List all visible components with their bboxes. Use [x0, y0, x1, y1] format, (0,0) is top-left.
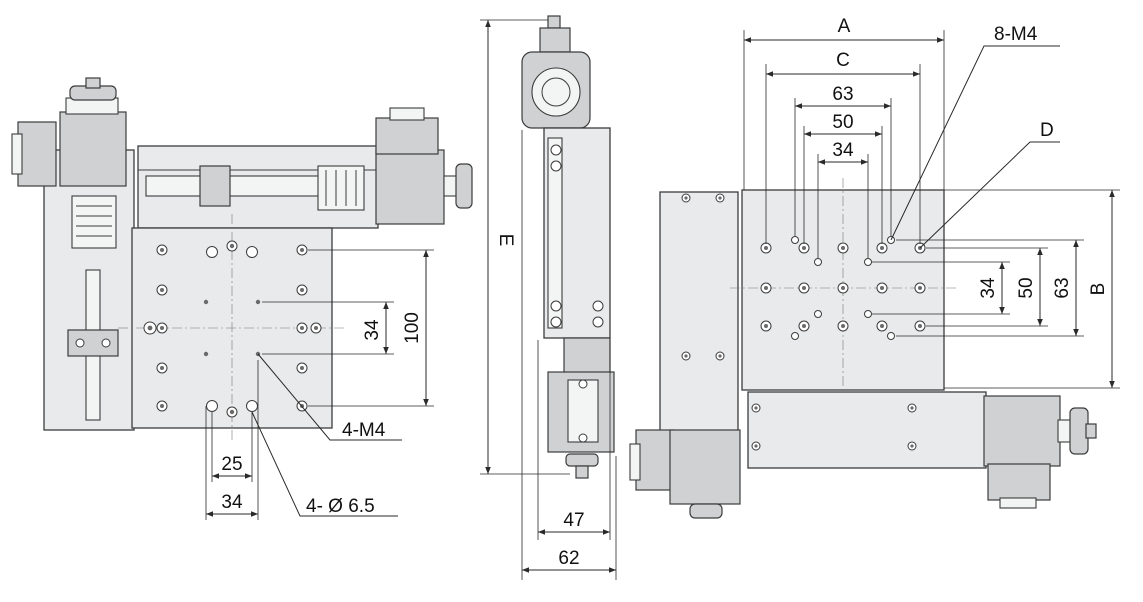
top-bottom-connector-plug [999, 497, 1037, 509]
front-view: 25 34 34 100 4-M4 4- Ø 6.5 [11, 77, 473, 520]
side-motor-face [531, 67, 581, 117]
side-bottom-tip [575, 465, 589, 479]
side-top-cap [539, 27, 571, 53]
side-rail [547, 137, 563, 329]
dim-34-vertical-label: 34 [362, 319, 383, 341]
top-dimensions-vertical: 34 50 63 B [872, 189, 1120, 389]
dim-34-h-label: 34 [832, 140, 854, 161]
top-left-body [659, 191, 739, 433]
dim-62-label: 62 [558, 548, 579, 569]
top-left-knob [689, 503, 723, 519]
dim-63-h-label: 63 [832, 84, 853, 105]
vertical-connector [17, 121, 57, 187]
dim-63-v-label: 63 [1052, 277, 1073, 298]
front-dimensions: 25 34 34 100 4-M4 4- Ø 6.5 [205, 249, 434, 520]
horizontal-connector-plug [389, 107, 425, 121]
dim-E-label: E [495, 234, 516, 247]
dim-34-horizontal-label: 34 [221, 492, 243, 513]
top-left-connector [635, 429, 675, 491]
dim-34-v-label: 34 [978, 277, 999, 299]
top-view: A C 63 50 34 34 5 [629, 16, 1120, 519]
top-bottom-connector [987, 463, 1051, 501]
dim-50-v-label: 50 [1016, 277, 1037, 298]
side-dimensions: E 47 62 [480, 19, 617, 580]
top-bottom-knob-tip [1085, 423, 1097, 439]
dim-C-label: C [836, 50, 850, 71]
dim-100-label: 100 [402, 312, 423, 344]
side-db-connector [567, 379, 599, 443]
top-bottom-body [747, 391, 987, 469]
callout-D: D [1040, 120, 1054, 141]
vertical-motor [59, 111, 127, 187]
side-carriage [563, 337, 611, 375]
top-left-connector-plug [629, 443, 641, 481]
top-bottom-knob [1069, 407, 1089, 455]
side-bottom-knob [565, 453, 599, 467]
horizontal-coupling [317, 165, 365, 211]
side-view: E 47 62 [480, 15, 617, 580]
top-left-motor [669, 429, 741, 505]
callout-8m4: 8-M4 [994, 24, 1038, 45]
horizontal-nut [199, 165, 231, 207]
horizontal-connector [375, 117, 439, 155]
horizontal-knob [455, 163, 473, 209]
top-dimensions-horizontal: A C 63 50 34 [743, 16, 945, 258]
horizontal-motor [375, 149, 445, 225]
dim-25-label: 25 [221, 454, 242, 475]
dim-50-h-label: 50 [832, 112, 853, 133]
dim-B-label: B [1088, 283, 1109, 296]
vertical-connector-plug [11, 133, 23, 175]
vertical-coupling [71, 195, 117, 249]
top-bottom-motor [983, 395, 1061, 467]
top-stage-holes [760, 236, 926, 340]
horizontal-leadscrew [145, 175, 337, 197]
callout-4-phi-6-5: 4- Ø 6.5 [306, 496, 375, 517]
dim-A-label: A [838, 16, 851, 37]
vertical-knob-tip [85, 77, 101, 89]
stage-holes [143, 240, 322, 418]
dim-47-label: 47 [563, 510, 584, 531]
side-top-knob [547, 15, 561, 29]
callout-4m4: 4-M4 [342, 420, 386, 441]
